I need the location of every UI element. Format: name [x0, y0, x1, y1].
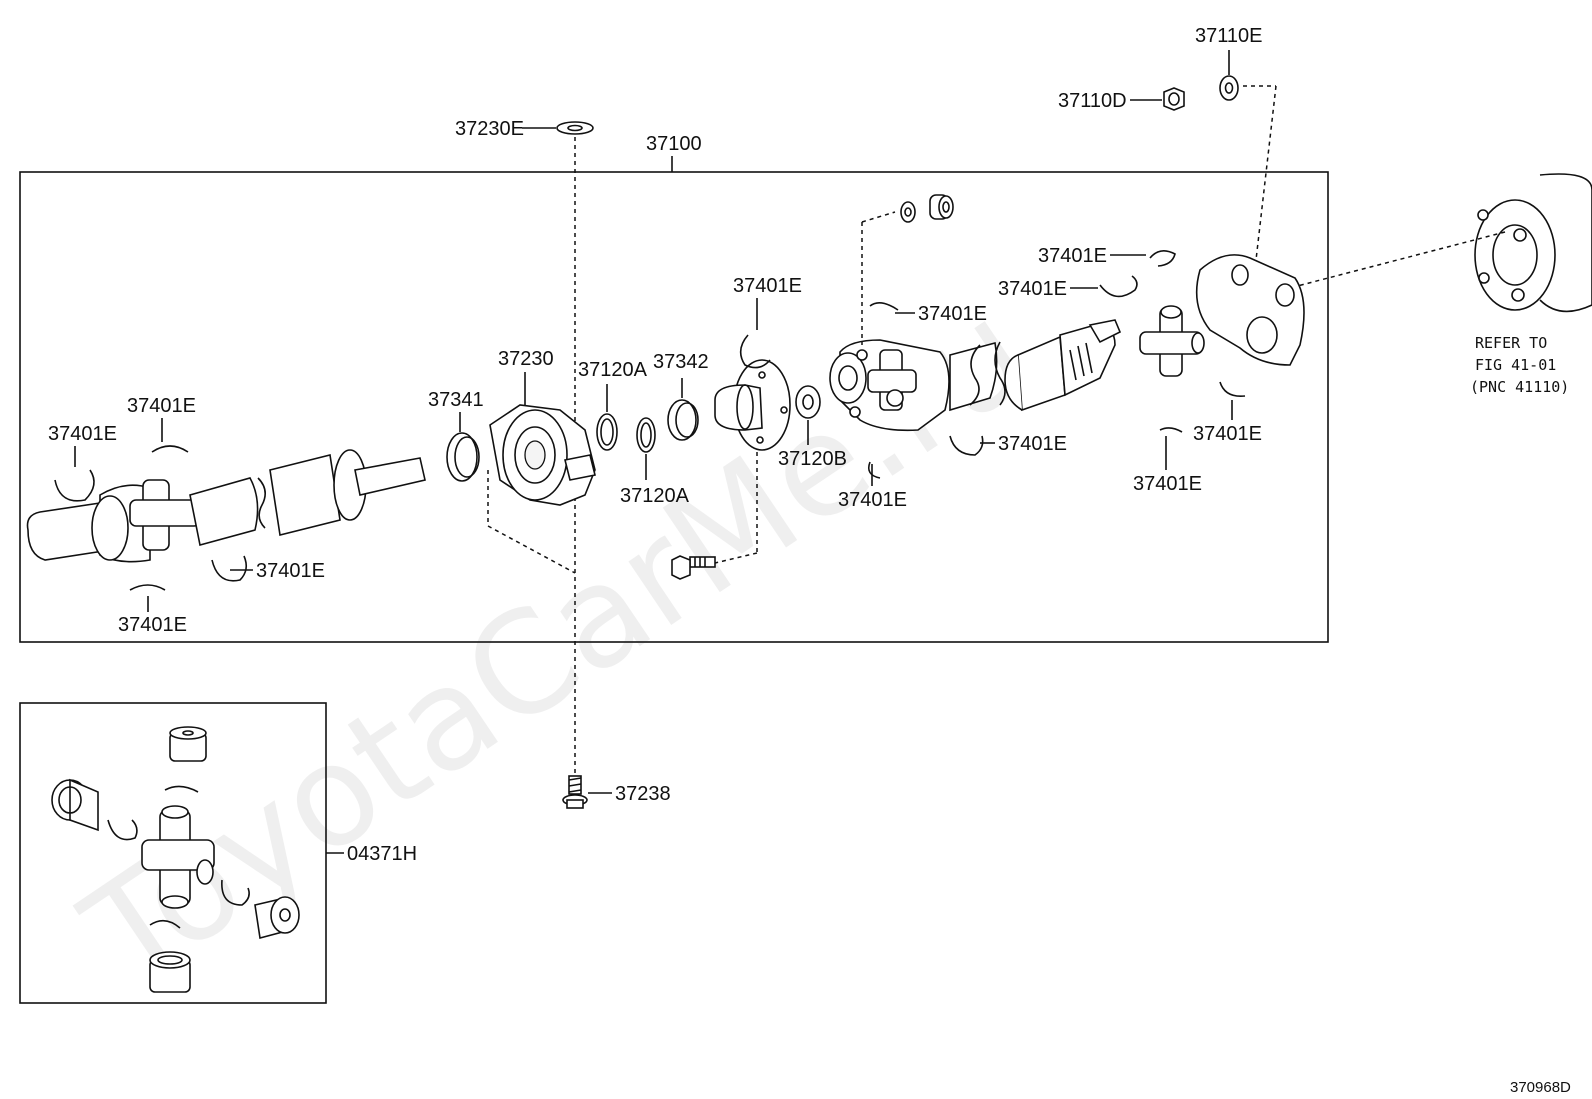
label-37401E-7: 37401E — [838, 489, 907, 511]
differential-flange — [1474, 173, 1592, 313]
middle-tube — [949, 341, 1006, 412]
label-37401E-6: 37401E — [918, 303, 987, 325]
refer-note-line3: (PNC 41110) — [1470, 378, 1569, 396]
rear-flange-yoke — [1195, 254, 1305, 366]
nut-37120B — [795, 385, 821, 419]
label-37342: 37342 — [653, 351, 709, 373]
snap-ring-group — [54, 250, 1246, 591]
label-37230: 37230 — [498, 348, 554, 370]
label-37401E-8: 37401E — [998, 433, 1067, 455]
nut-37110D — [1163, 87, 1185, 111]
label-37230E: 37230E — [455, 118, 524, 140]
label-37401E-9: 37401E — [1038, 245, 1107, 267]
seal-37342 — [667, 399, 699, 441]
front-shaft — [26, 449, 426, 563]
label-37401E-11: 37401E — [1193, 423, 1262, 445]
label-37110E: 37110E — [1195, 25, 1262, 47]
refer-note-line1: REFER TO — [1475, 334, 1547, 352]
label-37401E-3: 37401E — [256, 560, 325, 582]
label-37401E-2: 37401E — [127, 395, 196, 417]
companion-flange — [714, 359, 791, 451]
assembly-box-37100 — [19, 171, 1329, 643]
label-37120A-upper: 37120A — [578, 359, 648, 381]
washer-37110E — [1219, 75, 1239, 101]
label-37238: 37238 — [615, 783, 671, 805]
center-bearing-37230 — [489, 404, 596, 506]
label-37100: 37100 — [646, 133, 702, 155]
bushing-large — [929, 194, 954, 220]
seal-37341 — [446, 432, 480, 482]
bushing-small — [900, 201, 916, 223]
label-04371H: 04371H — [347, 843, 417, 865]
double-cardan-joint — [829, 339, 950, 432]
label-37120A-lower: 37120A — [620, 485, 690, 507]
label-37401E-10: 37401E — [998, 278, 1067, 300]
label-37401E-12: 37401E — [1133, 473, 1202, 495]
ring-37120A-2 — [636, 417, 656, 453]
spider-kit-parts — [51, 726, 300, 993]
label-37401E-1: 37401E — [48, 423, 117, 445]
bolt-37238 — [562, 775, 588, 809]
figure-code: 370968D — [1510, 1079, 1571, 1096]
label-37341: 37341 — [428, 389, 484, 411]
label-37401E-4: 37401E — [118, 614, 187, 636]
rear-shaft — [1004, 319, 1122, 412]
label-37401E-5: 37401E — [733, 275, 802, 297]
label-37120B: 37120B — [778, 448, 847, 470]
rear-spider — [1139, 305, 1205, 377]
washer-37230E — [556, 121, 594, 135]
label-37110D: 37110D — [1058, 90, 1127, 112]
refer-note-line2: FIG 41-01 — [1475, 356, 1556, 374]
flange-bolt — [671, 555, 716, 580]
